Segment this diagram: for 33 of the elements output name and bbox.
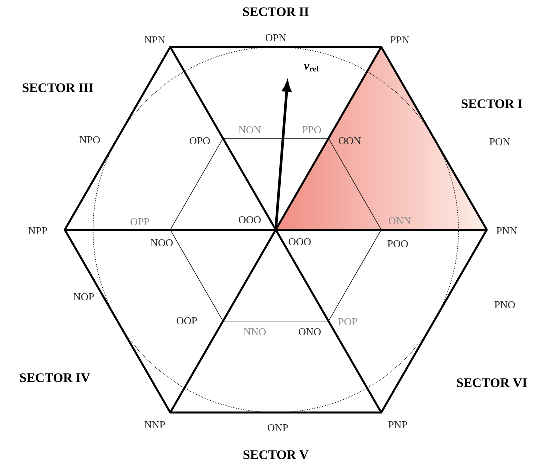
state-label: ONO [299,328,321,336]
state-label: NNO [244,328,266,336]
state-label: NOO [150,239,173,247]
state-label: PPO [302,126,322,134]
state-label: NPN [144,36,166,44]
state-label: OOO [239,216,261,224]
sector-label: SECTOR V [244,450,309,460]
state-label: PNO [494,301,516,309]
state-label: NPP [28,228,48,234]
state-label: NOP [74,293,94,301]
state-label: POO [388,240,408,248]
vector-label: v$_{ref}$ [304,64,320,72]
state-label: PNP [388,422,408,428]
state-label: NNP [144,422,166,428]
state-label: NON [238,126,262,134]
sector-label: SECTOR III [22,84,94,92]
sector-label: SECTOR VI [457,378,527,388]
sector-label: SECTOR II [243,8,309,16]
state-label: OOO [289,238,311,246]
state-label: OON [339,137,362,145]
state-label: OPP [130,218,150,226]
state-label: OOP [176,317,198,325]
state-label: PNN [496,228,518,234]
state-label: OPN [266,34,286,42]
sector-label: SECTOR I [462,100,522,108]
state-label: OPO [190,137,210,145]
state-label: ONN [389,217,412,225]
state-label: NPO [80,136,100,144]
state-label: POP [338,318,358,326]
state-label: ONP [268,424,288,432]
state-label: PPN [390,36,410,44]
state-label: PON [490,138,510,146]
sector-label: SECTOR IV [20,374,90,382]
